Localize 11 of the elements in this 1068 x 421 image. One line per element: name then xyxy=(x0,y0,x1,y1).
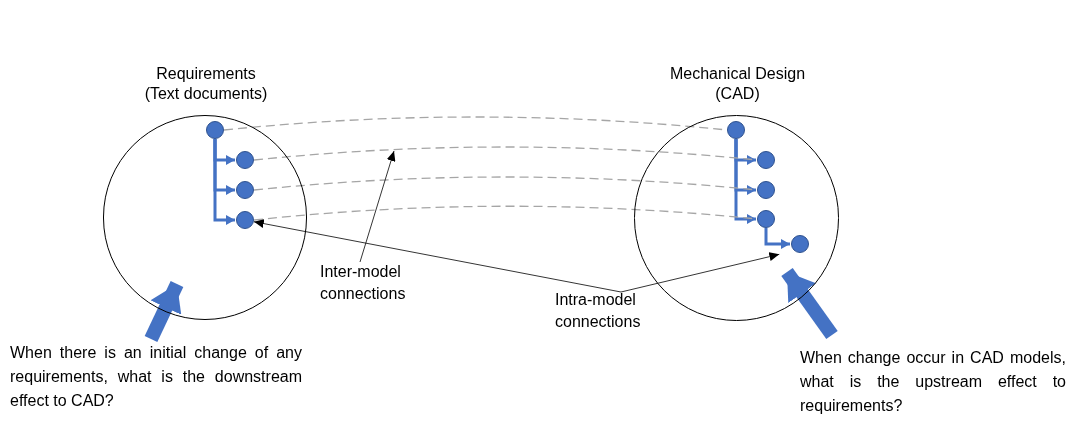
question-note: When there is an initial change of any requirements, what is the downstream effect to CAD? xyxy=(10,341,302,413)
block-arrow xyxy=(781,267,838,340)
arrow xyxy=(734,139,756,224)
arrow xyxy=(213,139,235,225)
block-arrow xyxy=(144,281,184,342)
arrow xyxy=(764,228,790,249)
callout-label: Intra-model connections xyxy=(555,289,685,335)
callout-label: Inter-model connections xyxy=(320,261,432,307)
model-heading: Mechanical Design (CAD) xyxy=(668,64,807,104)
question-note: When change occur in CAD models, what is the upstream effect to requirements? xyxy=(800,346,1066,418)
model-heading: Requirements (Text documents) xyxy=(143,64,269,104)
